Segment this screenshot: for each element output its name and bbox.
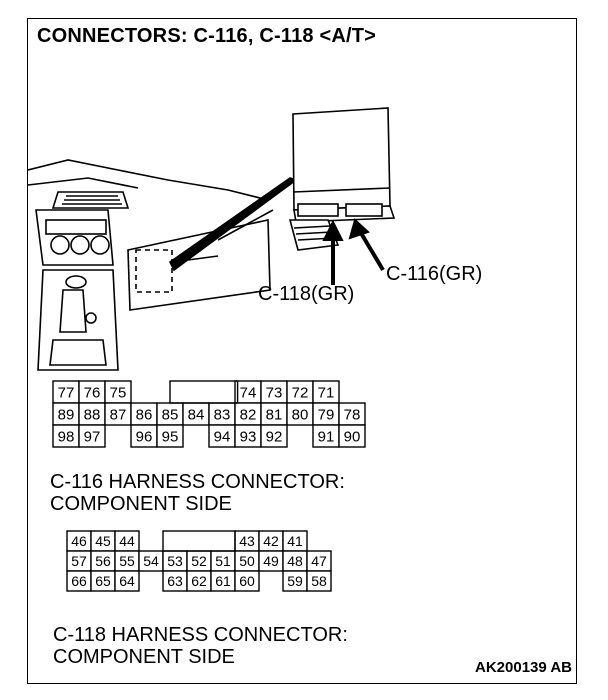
c116-pin-label: 86: [136, 406, 153, 423]
c118-pin-label: 48: [287, 553, 303, 569]
c118-pin-cell: [234, 570, 260, 592]
c116-pin-label: 94: [214, 428, 231, 445]
figure-code: AK200139 AB: [475, 659, 572, 676]
c116-pin-label: 72: [292, 384, 309, 401]
c116-pin-label: 88: [84, 406, 101, 423]
dashboard-illustration: [28, 107, 396, 371]
c118-pin-label: 46: [71, 533, 87, 549]
c116-pin-label: 93: [240, 428, 257, 445]
c118-pin-label: 65: [95, 573, 111, 589]
c118-pin-label: 44: [119, 533, 135, 549]
c118-pin-label: 52: [191, 553, 207, 569]
c116-pin-label: 92: [266, 428, 283, 445]
c118-pin-label: 53: [167, 553, 183, 569]
c118-pin-label: 63: [167, 573, 183, 589]
c116-connector-face: 77 76 75 74 73 72 71 89 88 87 86 85 84 83 82 81 80 79 78 98…: [52, 380, 366, 448]
c118-caption-line2: COMPONENT SIDE: [53, 646, 235, 668]
c116-pin-cell: [260, 424, 288, 448]
c118-pin-label: 51: [215, 553, 231, 569]
c116-pin-label: 84: [188, 406, 205, 423]
c116-pin-label: 90: [344, 428, 361, 445]
c116-pin-label: 80: [292, 406, 309, 423]
c116-pin-label: 71: [318, 384, 335, 401]
c116-pin-label: 85: [162, 406, 179, 423]
c118-pin-cell: [306, 570, 332, 592]
c116-pin-label: 91: [318, 428, 335, 445]
c116-pin-label: 78: [344, 406, 361, 423]
c118-pin-label: 55: [119, 553, 135, 569]
c116-pin-label: 74: [240, 384, 257, 401]
c118-connector-face: 46 45 44 43 42 41 57 56 55 54 53 52 51 50 49 48 47 66 65 64…: [66, 530, 332, 592]
c118-pin-label: 57: [71, 553, 87, 569]
c116-pin-cell: [338, 424, 366, 448]
figure-frame: [27, 18, 577, 684]
c118-pin-label: 50: [239, 553, 255, 569]
c116-caption: C-116 HARNESS CONNECTOR: COMPONENT SIDE: [50, 471, 345, 515]
c118-pin-label: 49: [263, 553, 279, 569]
c118-pin-label: 42: [263, 533, 279, 549]
c116-pin-label: 81: [266, 406, 283, 423]
c118-pin-label: 58: [311, 573, 327, 589]
c116-pin-label: 82: [240, 406, 257, 423]
c116-pin-label: 87: [110, 406, 127, 423]
c118-pin-label: 61: [215, 573, 231, 589]
c116-pin-label: 73: [266, 384, 283, 401]
c116-pin-cell: [156, 424, 184, 448]
c118-callout: C-118(GR): [258, 283, 355, 305]
c118-caption-line1: C-118 HARNESS CONNECTOR:: [53, 624, 348, 646]
c116-pin-label: 75: [110, 384, 127, 401]
c116-callout: C-116(GR): [386, 263, 483, 285]
c118-pin-label: 41: [287, 533, 303, 549]
c116-pin-label: 89: [58, 406, 75, 423]
c118-pin-label: 47: [311, 553, 327, 569]
c116-key-slot: [169, 380, 239, 404]
page-title: CONNECTORS: C-116, C-118 <A/T>: [37, 25, 377, 47]
c116-caption-line2: COMPONENT SIDE: [50, 493, 232, 515]
c116-pin-label: 97: [84, 428, 101, 445]
c118-pin-label: 56: [95, 553, 111, 569]
c118-key-slot: [162, 530, 236, 552]
c118-pin-label: 45: [95, 533, 111, 549]
c118-caption: C-118 HARNESS CONNECTOR: COMPONENT SIDE: [53, 624, 348, 668]
c116-pin-cell: [78, 424, 106, 448]
c118-pin-label: 60: [239, 573, 255, 589]
c118-pin-label: 62: [191, 573, 207, 589]
c116-pin-label: 79: [318, 406, 335, 423]
c116-pin-label: 95: [162, 428, 179, 445]
c118-pin-label: 64: [119, 573, 135, 589]
c118-pin-label: 43: [239, 533, 255, 549]
c118-pin-label: 54: [143, 553, 159, 569]
c116-pin-label: 96: [136, 428, 153, 445]
c118-pin-label: 66: [71, 573, 87, 589]
c118-pin-label: 59: [287, 573, 303, 589]
c116-pin-label: 83: [214, 406, 231, 423]
c116-caption-line1: C-116 HARNESS CONNECTOR:: [50, 471, 345, 493]
c116-pin-label: 76: [84, 384, 101, 401]
c116-pin-label: 98: [58, 428, 75, 445]
c118-pin-cell: [114, 570, 140, 592]
c116-pin-label: 77: [58, 384, 75, 401]
